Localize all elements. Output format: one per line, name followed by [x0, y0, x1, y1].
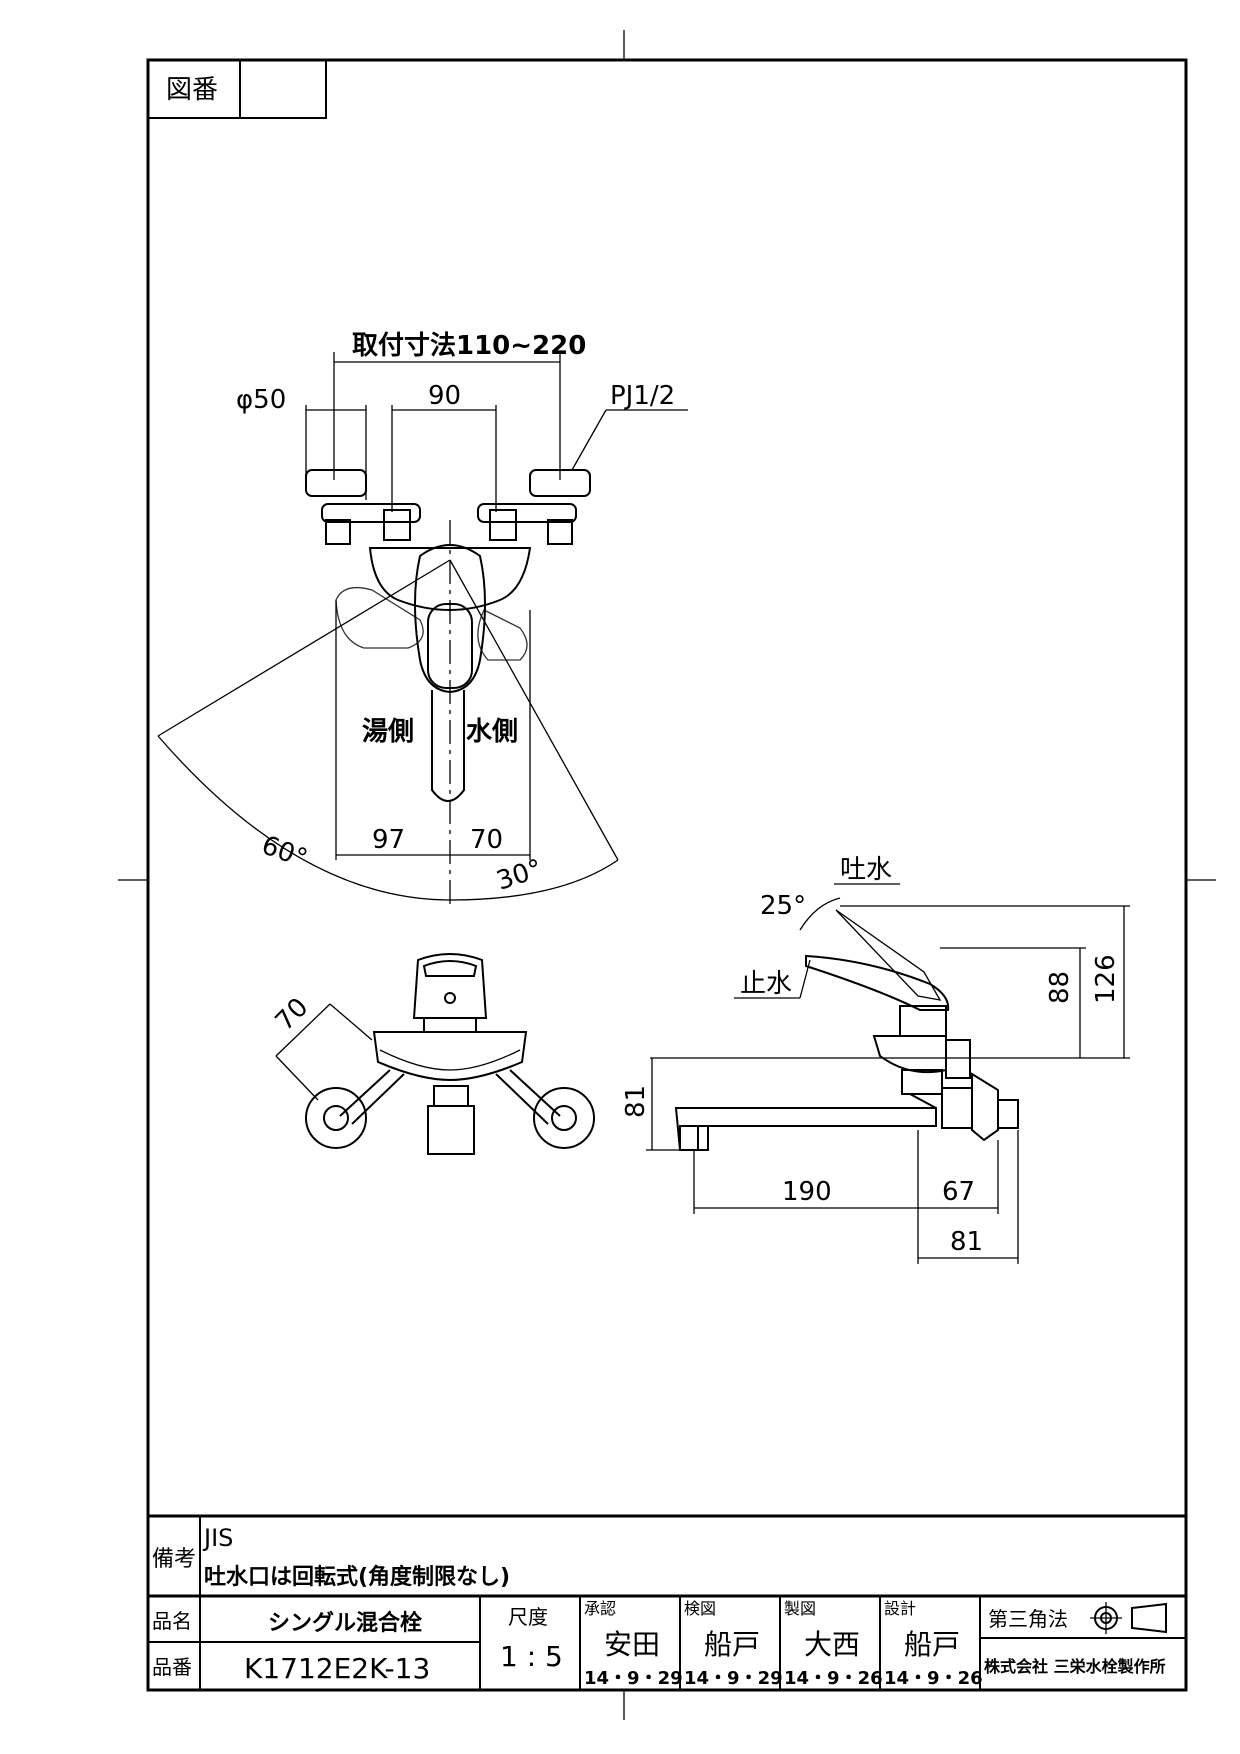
angle-25-label: 25° — [760, 891, 806, 921]
approved-name: 安田 — [604, 1628, 660, 1661]
scale-value: 1 : 5 — [500, 1640, 563, 1673]
drawing-number-label: 図番 — [166, 75, 218, 105]
checked-label: 検図 — [684, 1599, 716, 1618]
checked-date: 14・9・29 — [684, 1668, 783, 1689]
cold-side-label: 水側 — [466, 717, 518, 747]
product-name: シングル混合栓 — [268, 1610, 422, 1636]
dim-81-vertical-label: 81 — [621, 1085, 651, 1118]
drawn-name: 大西 — [804, 1628, 860, 1661]
dim-81-horizontal-label: 81 — [950, 1227, 983, 1257]
designed-date: 14・9・26 — [884, 1668, 983, 1689]
designed-label: 設計 — [884, 1599, 916, 1618]
mounting-range-label: 取付寸法110~220 — [352, 331, 586, 361]
angle-30-label: 30° — [493, 854, 546, 897]
front-dim-70-label: 70 — [270, 992, 315, 1037]
dim-126-label: 126 — [1091, 954, 1121, 1004]
dim-88-label: 88 — [1045, 971, 1075, 1004]
drawn-label: 製図 — [784, 1599, 816, 1618]
dim-70-label: 70 — [470, 825, 503, 855]
company-name: 株式会社 三栄水栓製作所 — [984, 1657, 1166, 1676]
water-out-label: 吐水 — [840, 855, 892, 885]
title-block: 備考 JIS 吐水口は回転式(角度制限なし) 品名 シングル混合栓 品番 K17… — [148, 1514, 1186, 1690]
remarks-line2: 吐水口は回転式(角度制限なし) — [204, 1564, 510, 1590]
product-no: K1712E2K-13 — [244, 1652, 430, 1685]
designed-name: 船戸 — [904, 1628, 960, 1661]
dim-90-label: 90 — [428, 381, 461, 411]
drawn-date: 14・9・26 — [784, 1668, 883, 1689]
scale-label: 尺度 — [508, 1605, 548, 1629]
dim-190-label: 190 — [782, 1177, 832, 1207]
water-stop-label: 止水 — [740, 969, 792, 999]
top-view: 取付寸法110~220 φ50 90 PJ1/2 — [157, 331, 688, 910]
product-name-label: 品名 — [152, 1609, 192, 1633]
hot-side-label: 湯側 — [362, 717, 414, 747]
diameter-label: φ50 — [236, 385, 286, 415]
dim-97-label: 97 — [372, 825, 405, 855]
angle-60-label: 60° — [258, 830, 312, 874]
drawing-number-box: 図番 — [147, 59, 327, 119]
remarks-label: 備考 — [152, 1547, 196, 1572]
approved-label: 承認 — [584, 1599, 616, 1618]
projection-label: 第三角法 — [988, 1607, 1068, 1631]
sheet-frame — [118, 30, 1216, 1720]
thread-label: PJ1/2 — [610, 381, 675, 411]
remarks-line1: JIS — [202, 1524, 233, 1552]
side-view: 吐水 25° 止水 88 126 81 — [621, 855, 1130, 1264]
front-view: 70 — [270, 953, 595, 1155]
dim-67-label: 67 — [942, 1177, 975, 1207]
product-no-label: 品番 — [152, 1655, 192, 1679]
checked-name: 船戸 — [704, 1628, 760, 1661]
third-angle-projection-icon — [1090, 1602, 1167, 1634]
approved-date: 14・9・29 — [584, 1668, 683, 1689]
